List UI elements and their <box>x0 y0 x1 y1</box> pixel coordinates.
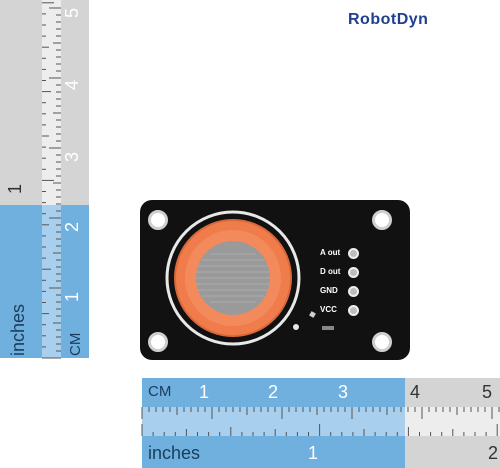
vertical-cm-scale-highlight <box>61 205 89 358</box>
pin-pad <box>348 248 359 259</box>
horizontal-inch-scale-grey <box>405 436 500 468</box>
horizontal-cm-number: 1 <box>199 382 210 402</box>
smd-led <box>293 324 299 330</box>
horizontal-cm-scale-grey <box>405 378 500 407</box>
mounting-hole <box>148 332 168 352</box>
mounting-hole <box>372 332 392 352</box>
vertical-ruler-ticks <box>42 2 61 359</box>
pin-pad <box>348 267 359 278</box>
horizontal-cm-number: 4 <box>410 382 421 402</box>
vertical-cm-number: 4 <box>62 79 83 91</box>
vertical-cm-number: 3 <box>62 151 83 163</box>
horizontal-tick-band-highlight <box>142 407 405 436</box>
horizontal-cm-number: 2 <box>268 382 279 402</box>
vertical-inch-unit-label: inches <box>8 303 28 356</box>
mounting-hole <box>148 210 168 230</box>
vertical-cm-number: 2 <box>62 221 83 233</box>
vertical-cm-scale-grey <box>61 0 89 205</box>
vertical-inch-number: 1 <box>5 183 26 195</box>
horizontal-inch-unit-label: inches <box>148 443 201 463</box>
vertical-cm-number: 5 <box>62 7 83 19</box>
horizontal-ruler-ticks <box>141 407 500 436</box>
gas-sensor <box>165 210 301 346</box>
vertical-cm-number: 1 <box>62 291 83 303</box>
pin-label: A out <box>320 248 341 257</box>
pin-pad <box>348 305 359 316</box>
mounting-hole <box>372 210 392 230</box>
horizontal-cm-number: 3 <box>338 382 349 402</box>
vertical-inch-scale-grey <box>0 0 42 205</box>
horizontal-inch-scale-highlight <box>142 436 405 468</box>
pin-label: VCC <box>320 305 337 314</box>
pin-pad <box>348 286 359 297</box>
horizontal-cm-scale-highlight <box>142 378 405 407</box>
horizontal-inch-number: 2 <box>488 443 499 463</box>
horizontal-cm-unit-label: CM <box>148 383 172 400</box>
smd-component <box>322 326 334 330</box>
brand-logo: RobotDyn <box>348 11 429 28</box>
vertical-tick-band-highlight <box>42 205 61 358</box>
horizontal-inch-number: 1 <box>308 443 319 463</box>
vertical-cm-unit-label: CM <box>67 332 84 356</box>
horizontal-cm-number: 5 <box>482 382 493 402</box>
pin-label: GND <box>320 286 338 295</box>
pin-label: D out <box>320 267 341 276</box>
vertical-inch-scale-highlight <box>0 205 42 358</box>
